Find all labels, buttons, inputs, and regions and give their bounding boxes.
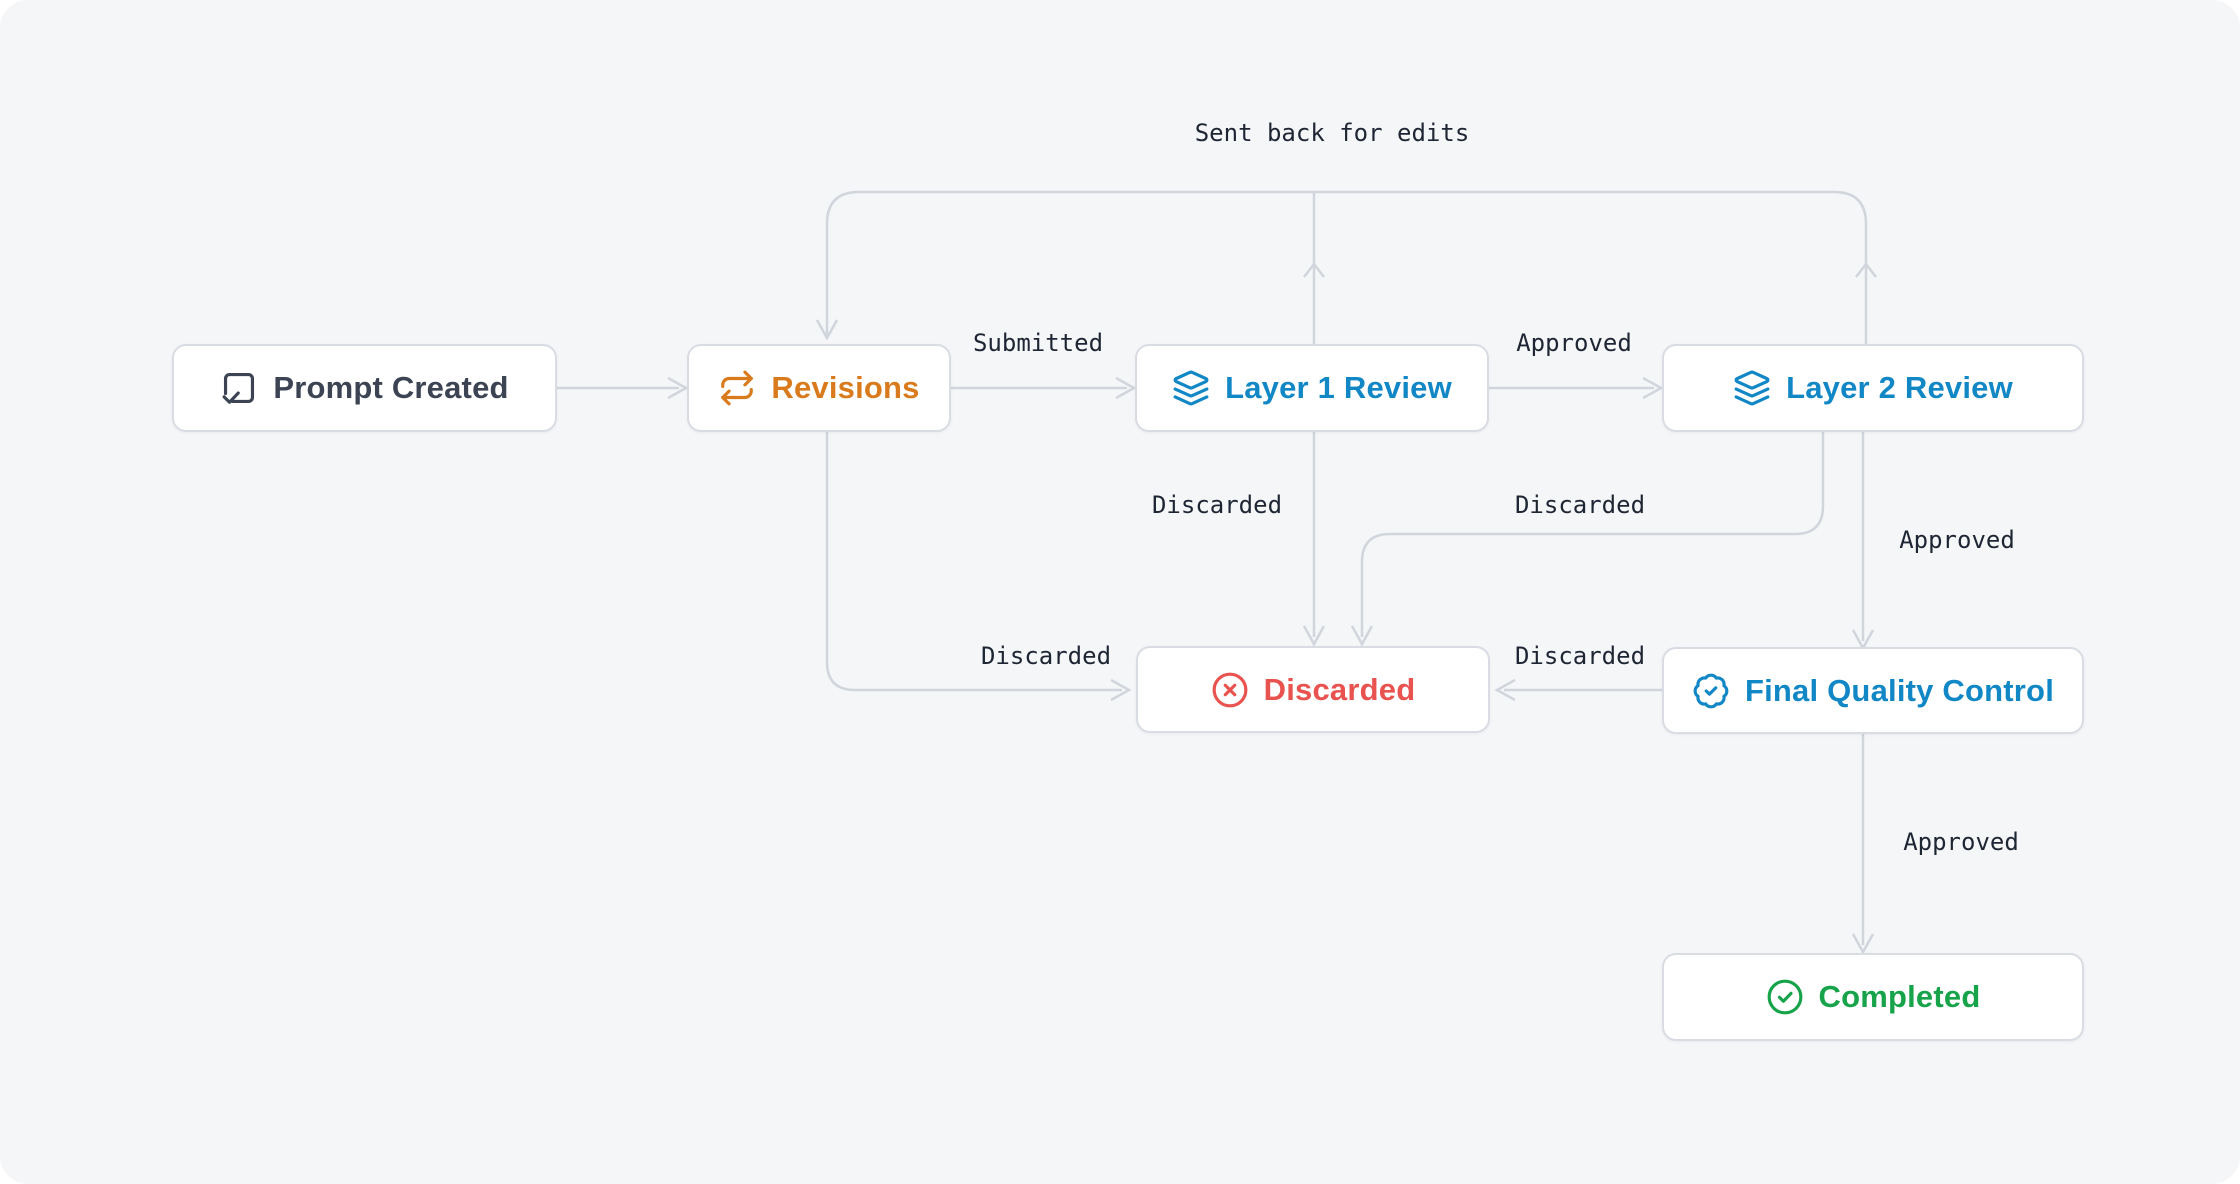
edge-label-sent-back-for-edits: Sent back for edits (1188, 119, 1476, 147)
edge-revisions-to-discarded (825, 432, 1122, 692)
arrowhead-right-icon (1115, 376, 1137, 400)
node-prompt-created: Prompt Created (172, 344, 557, 432)
square-check-icon (220, 369, 258, 407)
edge-sent-back-trunk (825, 190, 1868, 344)
arrowhead-down-icon (815, 319, 839, 341)
node-label: Revisions (771, 370, 920, 405)
edge-label-discarded-fqc: Discarded (1508, 642, 1652, 670)
arrowhead-down-icon (1851, 933, 1875, 955)
layers-icon (1172, 369, 1210, 407)
arrowhead-down-icon (1350, 625, 1374, 647)
circle-x-icon (1211, 671, 1249, 709)
edge-label-discarded-layer1: Discarded (1145, 491, 1289, 519)
edge-label-approved-layer2-fqc: Approved (1893, 526, 2021, 554)
node-label: Layer 2 Review (1786, 370, 2013, 405)
arrowhead-up-icon (1855, 261, 1877, 278)
edge-layer2-to-discarded (1360, 432, 1825, 637)
layers-icon (1733, 369, 1771, 407)
edge-label-submitted: Submitted (966, 329, 1110, 357)
arrowhead-right-icon (667, 376, 689, 400)
arrowhead-down-icon (1302, 625, 1326, 647)
node-label: Discarded (1263, 671, 1416, 707)
node-label: Prompt Created (273, 370, 509, 405)
node-layer-1-review: Layer 1 Review (1135, 344, 1489, 432)
badge-check-icon (1692, 672, 1730, 710)
arrowhead-up-icon (1303, 261, 1325, 278)
edge-label-approved-layer1-layer2: Approved (1510, 329, 1638, 357)
node-label: Final Quality Control (1744, 672, 2055, 708)
repeat-icon (718, 369, 756, 407)
node-layer-2-review: Layer 2 Review (1662, 344, 2084, 432)
arrowhead-left-icon (1494, 678, 1516, 702)
edge-label-approved-fqc-completed: Approved (1897, 828, 2025, 856)
node-discarded: Discarded (1136, 646, 1490, 733)
edge-label-discarded-layer2: Discarded (1508, 491, 1652, 519)
circle-check-icon (1766, 978, 1804, 1016)
node-final-quality-control: Final Quality Control (1662, 647, 2084, 734)
node-label: Completed (1818, 979, 1981, 1014)
node-label: Layer 1 Review (1225, 370, 1452, 405)
arrowhead-right-icon (1110, 678, 1132, 702)
node-revisions: Revisions (687, 344, 951, 432)
arrowhead-right-icon (1642, 376, 1664, 400)
node-completed: Completed (1662, 953, 2084, 1041)
edge-label-discarded-revisions: Discarded (974, 642, 1118, 670)
